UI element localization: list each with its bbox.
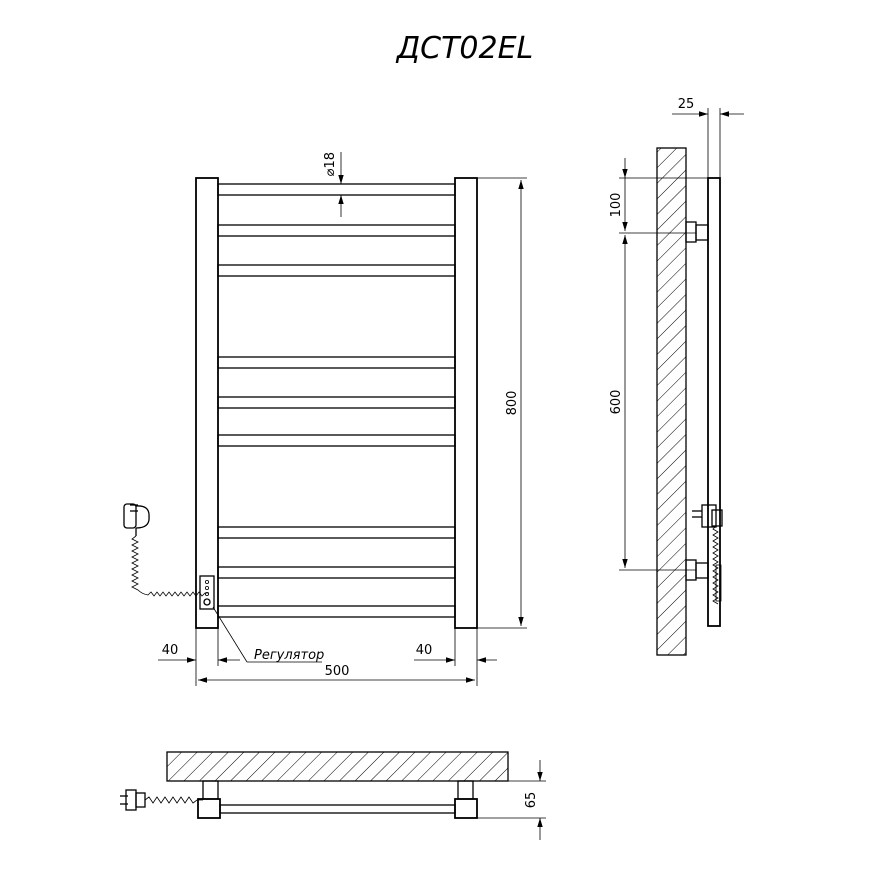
dim-depth-label: 25 — [678, 97, 695, 112]
rung-1 — [217, 183, 456, 196]
dim-width-label: 500 — [325, 664, 350, 679]
top-wall-section — [166, 751, 509, 782]
power-plug-icon — [123, 503, 150, 536]
dim-height: 800 — [477, 177, 527, 629]
dim-tube-diameter-label: ⌀18 — [323, 152, 338, 176]
rung-7 — [217, 526, 456, 539]
dim-right-offset-label: 40 — [416, 643, 433, 658]
side-collector — [707, 177, 721, 627]
rung-6 — [217, 434, 456, 447]
dim-depth: 25 — [672, 97, 744, 178]
upper-bracket — [685, 221, 709, 243]
rung-5 — [217, 396, 456, 409]
dim-mount: 600 — [609, 235, 696, 571]
regulator-unit — [199, 575, 215, 610]
dim-left-offset-label: 40 — [162, 643, 179, 658]
right-collector — [454, 177, 478, 629]
dim-wall-distance: 65 — [477, 760, 546, 840]
dim-right-offset: 40 — [414, 628, 497, 666]
dim-height-label: 800 — [505, 391, 520, 416]
left-collector — [195, 177, 219, 629]
rung-4 — [217, 356, 456, 369]
rung-3 — [217, 264, 456, 277]
rung-8 — [217, 566, 456, 579]
side-regulator-icon — [692, 504, 723, 605]
dim-left-offset: 40 — [158, 628, 240, 666]
dim-wall-distance-label: 65 — [524, 792, 539, 809]
top-front-tube — [219, 804, 456, 814]
rung-9 — [217, 605, 456, 618]
dim-tube-diameter: ⌀18 — [323, 152, 344, 217]
top-right-post — [454, 780, 478, 819]
top-plug-icon — [120, 789, 203, 811]
top-left-post — [197, 780, 221, 819]
rungs — [217, 183, 456, 618]
dim-top-label: 100 — [609, 193, 624, 218]
dim-width: 500 — [195, 628, 478, 686]
regulator-callout: Регулятор — [212, 606, 324, 663]
dim-top: 100 — [609, 158, 708, 234]
side-view: 25 100 600 — [609, 97, 744, 656]
coiled-cord — [131, 535, 209, 597]
side-wall-section — [656, 147, 687, 656]
front-view: ⌀18 800 500 40 40 — [123, 152, 527, 686]
top-view: 65 — [120, 751, 546, 840]
drawing-title: ДСТ02EL — [395, 31, 534, 66]
dim-mount-label: 600 — [609, 390, 624, 415]
rung-2 — [217, 224, 456, 237]
regulator-label: Регулятор — [254, 648, 324, 663]
